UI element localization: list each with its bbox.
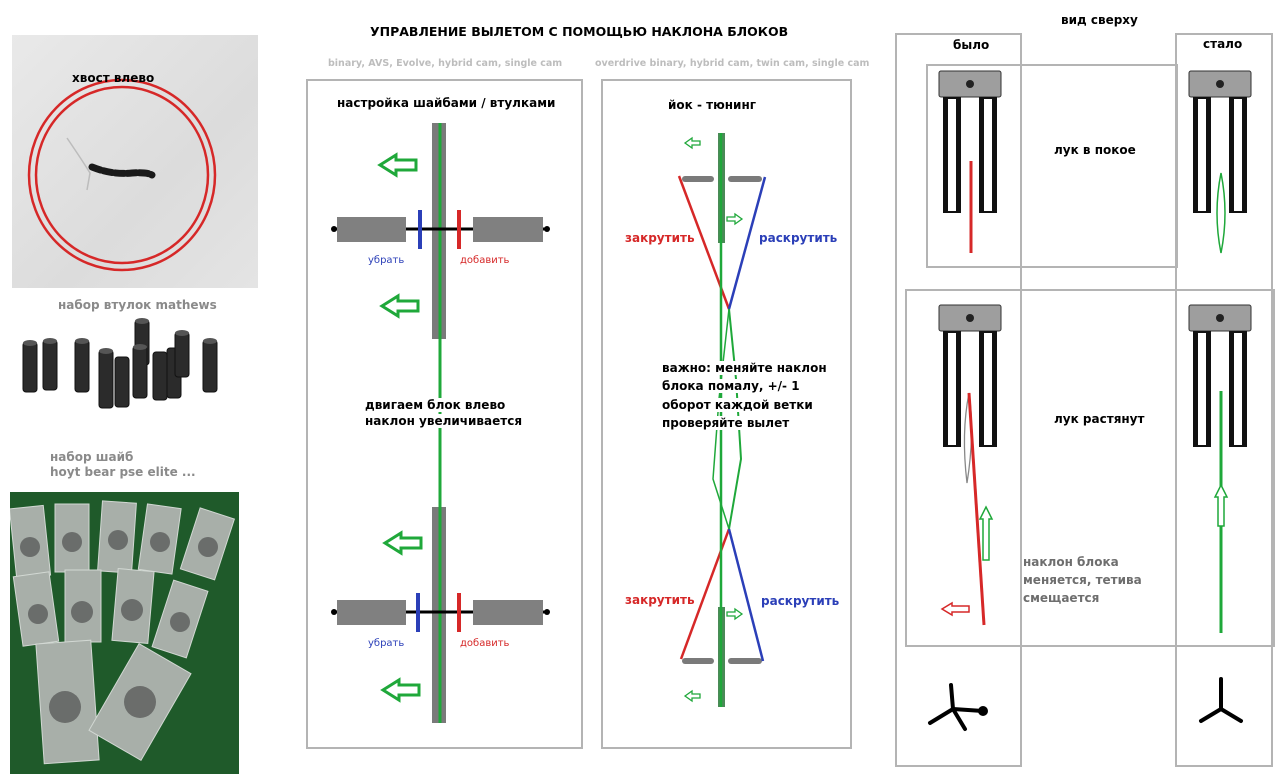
- arrow-left-4: [380, 677, 421, 703]
- bushings-caption: набор втулок mathews: [58, 298, 217, 312]
- yoke-panel: [601, 79, 852, 749]
- shims-panel: [306, 79, 583, 749]
- shims-photo: [10, 492, 239, 774]
- arrow-left-3: [382, 530, 423, 556]
- yoke-note-4: проверяйте вылет: [662, 416, 790, 430]
- page-title: УПРАВЛЕНИЕ ВЫЛЕТОМ С ПОМОЩЬЮ НАКЛОНА БЛО…: [370, 24, 789, 39]
- after-drawn-limbs: [1188, 304, 1252, 633]
- shims-caption-1: набор шайб: [50, 450, 134, 464]
- lean-note-1: наклон блока: [1023, 555, 1119, 569]
- yoke-note-1: важно: меняйте наклон: [662, 361, 827, 375]
- lower-untwist-label: раскрутить: [761, 594, 840, 608]
- after-column: [1175, 33, 1273, 767]
- tail-left-caption: хвост влево: [72, 71, 155, 85]
- cable-left: [712, 308, 730, 530]
- before-column: [895, 33, 1022, 767]
- after-rest-limbs: [1188, 70, 1252, 254]
- top-view-illustration: [928, 70, 1252, 731]
- top-view-heading: вид сверху: [1061, 13, 1138, 27]
- shims-photo-bags: [10, 500, 236, 765]
- before-drawn-limbs: [938, 304, 1002, 626]
- lower-limb-left: [337, 600, 406, 625]
- tail-photo: хвост влево: [12, 35, 258, 288]
- shims-caption-2: hoyt bear pse elite ...: [50, 465, 196, 479]
- upper-untwist-label: раскрутить: [759, 231, 838, 245]
- upper-remove-label: убрать: [368, 255, 405, 266]
- lower-limb-right: [473, 600, 543, 625]
- lower-twist-label: закрутить: [625, 593, 695, 607]
- after-label: стало: [1203, 37, 1243, 51]
- shims-note-2: наклон увеличивается: [365, 414, 523, 428]
- drawn-label: лук растянут: [1054, 412, 1145, 426]
- arrow-left-2: [379, 293, 420, 319]
- lower-add-label: добавить: [460, 638, 510, 649]
- before-rest-limbs: [938, 70, 1002, 253]
- bushings-photo: [22, 318, 218, 409]
- lower-yoke-untwist-leg: [727, 528, 765, 662]
- arrow-left-1: [377, 152, 418, 178]
- upper-yoke-untwist-leg: [727, 176, 767, 310]
- shims-note-1: двигаем блок влево: [365, 398, 506, 412]
- before-label: было: [953, 38, 990, 52]
- upper-add-label: добавить: [460, 255, 510, 266]
- yoke-note-3: оборот каждой ветки: [662, 398, 813, 412]
- drawn-row: [905, 289, 1275, 647]
- lean-note-3: смещается: [1023, 591, 1100, 605]
- yoke-note-2: блока помалу, +/- 1: [662, 379, 800, 393]
- yoke-diagram: [677, 133, 767, 707]
- yoke-panel-heading: йок - тюнинг: [668, 98, 757, 112]
- rest-label: лук в покое: [1054, 143, 1136, 157]
- before-cam-tilt-symbol: [928, 683, 985, 731]
- upper-limb-right: [473, 217, 543, 242]
- upper-limb-left: [337, 217, 406, 242]
- rest-row: [926, 64, 1178, 268]
- tail-photo-illustration: [27, 78, 217, 272]
- lean-note-2: меняется, тетива: [1023, 573, 1142, 587]
- yoke-panel-subtitle: overdrive binary, hybrid cam, twin cam, …: [595, 58, 870, 69]
- after-cam-tilt-symbol: [1199, 677, 1243, 723]
- shims-diagram: [331, 123, 550, 723]
- upper-twist-label: закрутить: [625, 231, 695, 245]
- shims-panel-heading: настройка шайбами / втулками: [337, 96, 556, 110]
- lower-remove-label: убрать: [368, 638, 405, 649]
- shims-panel-subtitle: binary, AVS, Evolve, hybrid cam, single …: [328, 58, 563, 69]
